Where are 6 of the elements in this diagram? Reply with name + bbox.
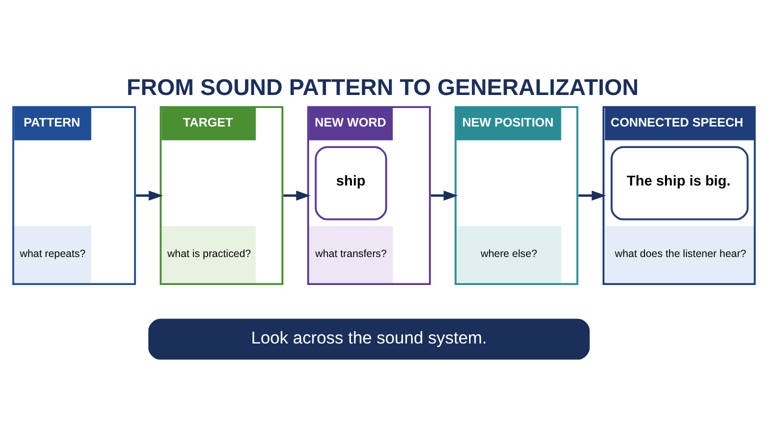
arrow [283, 190, 310, 200]
label: Look across the sound system. [251, 328, 487, 347]
arrow [136, 190, 164, 200]
arrow [578, 190, 606, 200]
diagram-title: FROM SOUND PATTERN TO GENERALIZATION [126, 73, 639, 100]
arrow [430, 190, 458, 200]
